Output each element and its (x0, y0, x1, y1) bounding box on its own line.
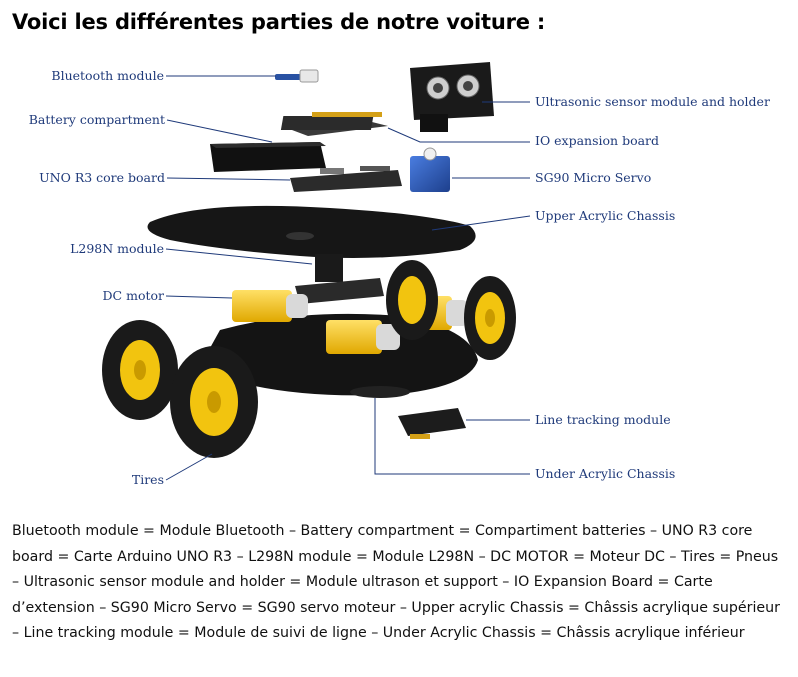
l298n-module (295, 254, 384, 304)
label-under-acrylic-chassis: Under Acrylic Chassis (535, 466, 675, 481)
label-bluetooth-module: Bluetooth module (51, 68, 164, 83)
bluetooth-module (275, 69, 319, 83)
dc-motor-left (232, 290, 308, 322)
ultrasonic-sensor-module (410, 62, 494, 132)
battery-compartment (210, 142, 326, 172)
label-battery-compartment: Battery compartment (29, 112, 165, 127)
uno-r3-core-board (290, 166, 402, 192)
label-sg90-micro-servo: SG90 Micro Servo (535, 170, 651, 185)
translation-caption: Bluetooth module = Module Bluetooth – Ba… (12, 523, 780, 641)
label-l298n-module: L298N module (70, 241, 164, 256)
label-io-expansion-board: IO expansion board (535, 133, 659, 148)
dc-motor-center (326, 320, 400, 354)
label-uno-r3-core-board: UNO R3 core board (39, 170, 165, 185)
io-expansion-board (280, 112, 388, 136)
label-line-tracking-module: Line tracking module (535, 412, 671, 427)
label-tires: Tires (132, 472, 164, 487)
label-ultrasonic-sensor: Ultrasonic sensor module and holder (535, 94, 770, 109)
upper-acrylic-chassis (147, 205, 476, 258)
tire-front-left (170, 346, 258, 458)
tire-front-right (464, 276, 516, 360)
label-dc-motor: DC motor (103, 288, 164, 303)
car-parts-diagram: Bluetooth module Battery compartment UNO… (29, 62, 770, 487)
leader-lines (165, 75, 531, 481)
page-title: Voici les différentes parties de notre v… (12, 10, 546, 34)
tire-back-right (386, 260, 438, 340)
label-upper-acrylic-chassis: Upper Acrylic Chassis (535, 208, 675, 223)
line-tracking-module (398, 408, 466, 439)
sg90-micro-servo (410, 147, 450, 192)
tire-back-left (102, 320, 178, 420)
